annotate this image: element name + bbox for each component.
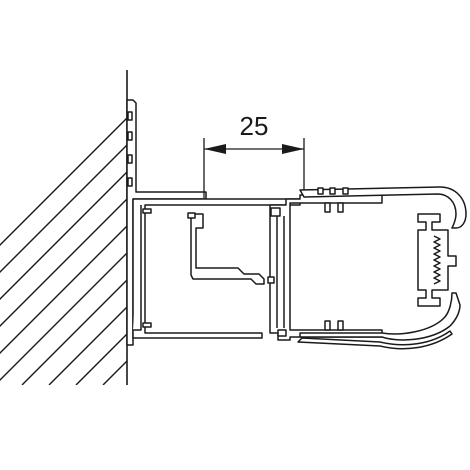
dimension-annotation	[203, 138, 305, 198]
cover-profile	[297, 186, 467, 350]
hatch-line	[0, 225, 127, 354]
hatch-line	[0, 198, 127, 327]
hatch-line	[0, 144, 127, 273]
hatch-line	[0, 252, 127, 381]
hatch-line	[427, 70, 470, 385]
arrowhead-right	[282, 144, 304, 154]
hatch-line	[48, 306, 127, 385]
dimension-label: 25	[240, 111, 269, 141]
arrowhead-left	[204, 144, 226, 154]
connector-profile	[267, 194, 383, 341]
hatch-line	[21, 279, 127, 385]
hatch-line	[0, 117, 127, 246]
wall-profile	[126, 99, 301, 346]
hatch-line	[0, 171, 127, 300]
wall-hatching	[0, 70, 470, 385]
glass-clamp	[417, 213, 457, 307]
